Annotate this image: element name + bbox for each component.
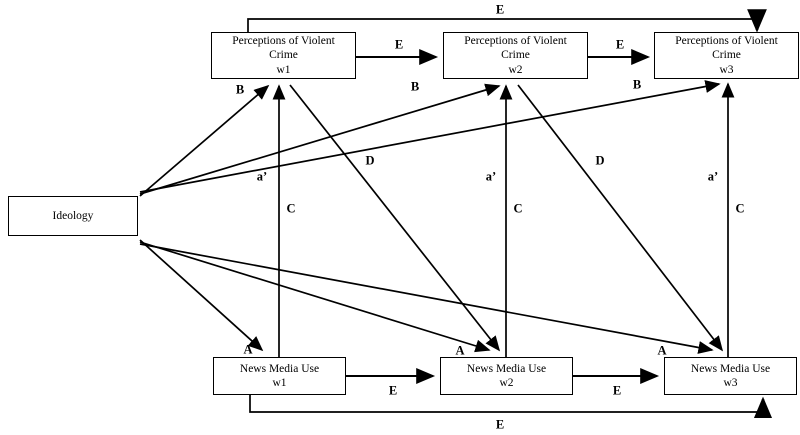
edge-label-c-w2: C: [513, 201, 523, 216]
edge-label-d-1: D: [365, 153, 375, 168]
node-perceptions-violent-crime-w1[interactable]: Perceptions of Violent Crime w1: [211, 32, 356, 79]
edge-pvc1-to-pvc3: [247, 9, 767, 33]
edge-ideology-to-pvc1: [139, 84, 270, 197]
edge-label-e-bottom-long: E: [495, 417, 505, 432]
node-pvc-w1-line1: Perceptions of Violent: [232, 35, 335, 48]
edge-label-aprime-w2: a’: [485, 169, 497, 184]
node-nmu-w3-line1: News Media Use: [690, 362, 771, 375]
node-perceptions-violent-crime-w2[interactable]: Perceptions of Violent Crime w2: [443, 32, 588, 79]
edge-label-e-top-long: E: [495, 2, 505, 17]
node-nmu-w1-line1: News Media Use: [239, 362, 320, 375]
edge-label-c-w3: C: [735, 201, 745, 216]
node-pvc-w1-line2: Crime: [269, 49, 298, 62]
edge-label-e-nmu-w2-w3: E: [612, 383, 622, 398]
node-pvc-w2-wave: w2: [508, 63, 523, 76]
edge-label-a-w3: A: [657, 343, 667, 358]
edge-label-b-w2: B: [410, 79, 420, 94]
edge-label-b-w3: B: [632, 77, 642, 92]
node-pvc-w3-line1: Perceptions of Violent: [675, 35, 778, 48]
edge-ideology-to-nmu1: [139, 239, 264, 352]
edge-ideology-to-pvc2: [139, 83, 501, 195]
node-nmu-w3-wave: w3: [723, 377, 738, 389]
node-perceptions-violent-crime-w3[interactable]: Perceptions of Violent Crime w3: [654, 32, 799, 79]
edge-label-a-w1: A: [243, 342, 253, 357]
edge-pvc1-to-nmu2: [289, 84, 501, 352]
edge-label-a-w2: A: [455, 343, 465, 358]
node-ideology[interactable]: Ideology: [8, 196, 138, 236]
node-pvc-w1-wave: w1: [276, 63, 291, 76]
node-news-media-use-w3[interactable]: News Media Use w3: [664, 357, 797, 395]
edge-label-c-w1: C: [286, 201, 296, 216]
edge-ideology-to-pvc3: [139, 80, 721, 193]
node-pvc-w3-line2: Crime: [712, 49, 741, 62]
edge-label-e-pvc-w2-w3: E: [615, 37, 625, 52]
node-news-media-use-w2[interactable]: News Media Use w2: [440, 357, 573, 395]
edge-label-e-pvc-w1-w2: E: [394, 37, 404, 52]
node-news-media-use-w1[interactable]: News Media Use w1: [213, 357, 346, 395]
node-nmu-w2-line1: News Media Use: [466, 362, 547, 375]
node-pvc-w2-line2: Crime: [501, 49, 530, 62]
node-pvc-w3-wave: w3: [719, 63, 734, 76]
node-nmu-w2-wave: w2: [499, 377, 514, 389]
node-ideology-label: Ideology: [52, 209, 94, 222]
node-pvc-w2-line1: Perceptions of Violent: [464, 35, 567, 48]
edge-label-e-nmu-w1-w2: E: [388, 383, 398, 398]
edge-ideology-to-nmu2: [139, 241, 491, 353]
edge-label-b-w1: B: [235, 82, 245, 97]
edge-pvc2-to-nmu3: [517, 84, 724, 352]
edge-nmu1-to-nmu3: [249, 395, 773, 419]
edge-label-d-2: D: [595, 153, 605, 168]
edge-ideology-to-nmu3: [139, 243, 714, 354]
node-nmu-w1-wave: w1: [272, 377, 287, 389]
edge-label-aprime-w1: a’: [256, 169, 268, 184]
edge-label-aprime-w3: a’: [707, 169, 719, 184]
